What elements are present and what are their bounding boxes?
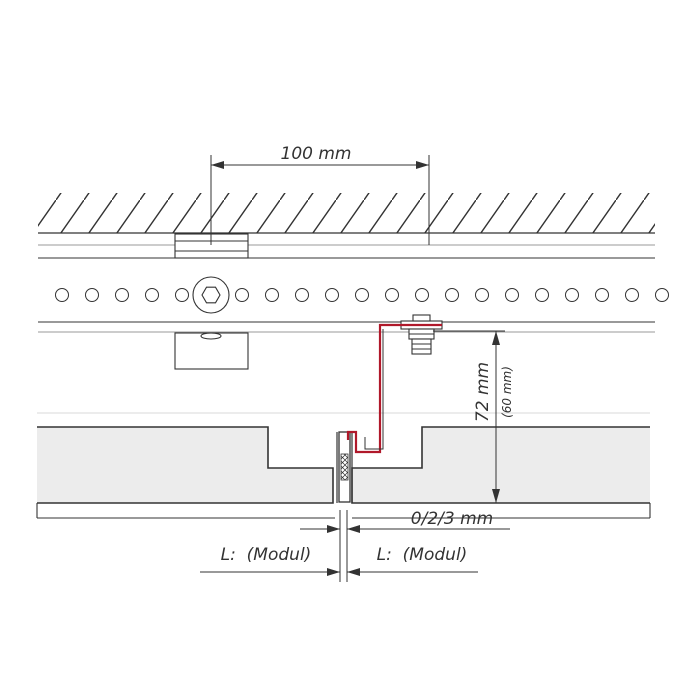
rail-hole <box>145 288 159 302</box>
hex-bolt-icon <box>192 276 230 314</box>
dimension-module <box>200 568 478 576</box>
rail-hole <box>85 288 99 302</box>
dimension-label-gap: 0/2/3 mm <box>411 509 493 529</box>
rail-hole <box>415 288 429 302</box>
dimension-bracket-spacing <box>210 155 430 245</box>
rail-hole <box>445 288 459 302</box>
rail-hole <box>115 288 129 302</box>
suspension-nut <box>400 314 443 355</box>
concrete-ceiling <box>38 193 655 234</box>
rail-hole <box>625 288 639 302</box>
dimension-label-height: 72 mm <box>473 362 493 422</box>
rail-hole <box>55 288 69 302</box>
dimension-label-module-left: L: (Modul) <box>221 545 312 565</box>
rail-hole <box>235 288 249 302</box>
rail-hole <box>595 288 609 302</box>
dimension-label-height-alt: (60 mm) <box>500 366 514 418</box>
rail-hole <box>565 288 579 302</box>
rail-hole <box>655 288 669 302</box>
mounting-clip-inner <box>364 329 384 450</box>
perforated-rail <box>38 244 669 333</box>
dimension-height <box>433 330 505 503</box>
dimension-label-spacing: 100 mm <box>281 144 352 164</box>
mounting-clip <box>346 323 442 454</box>
rail-hole <box>295 288 309 302</box>
dimension-label-module-right: L: (Modul) <box>377 545 468 565</box>
rail-hole <box>325 288 339 302</box>
rail-hole <box>265 288 279 302</box>
dimension-gap <box>300 510 510 582</box>
rail-hole <box>355 288 369 302</box>
rail-hole <box>505 288 519 302</box>
rail-holes <box>55 288 669 302</box>
rail-hole <box>385 288 399 302</box>
rail-hole <box>175 288 189 302</box>
rail-hole <box>475 288 489 302</box>
ceiling-panels <box>36 412 651 519</box>
joint-seal <box>336 431 353 503</box>
rail-hole <box>535 288 549 302</box>
